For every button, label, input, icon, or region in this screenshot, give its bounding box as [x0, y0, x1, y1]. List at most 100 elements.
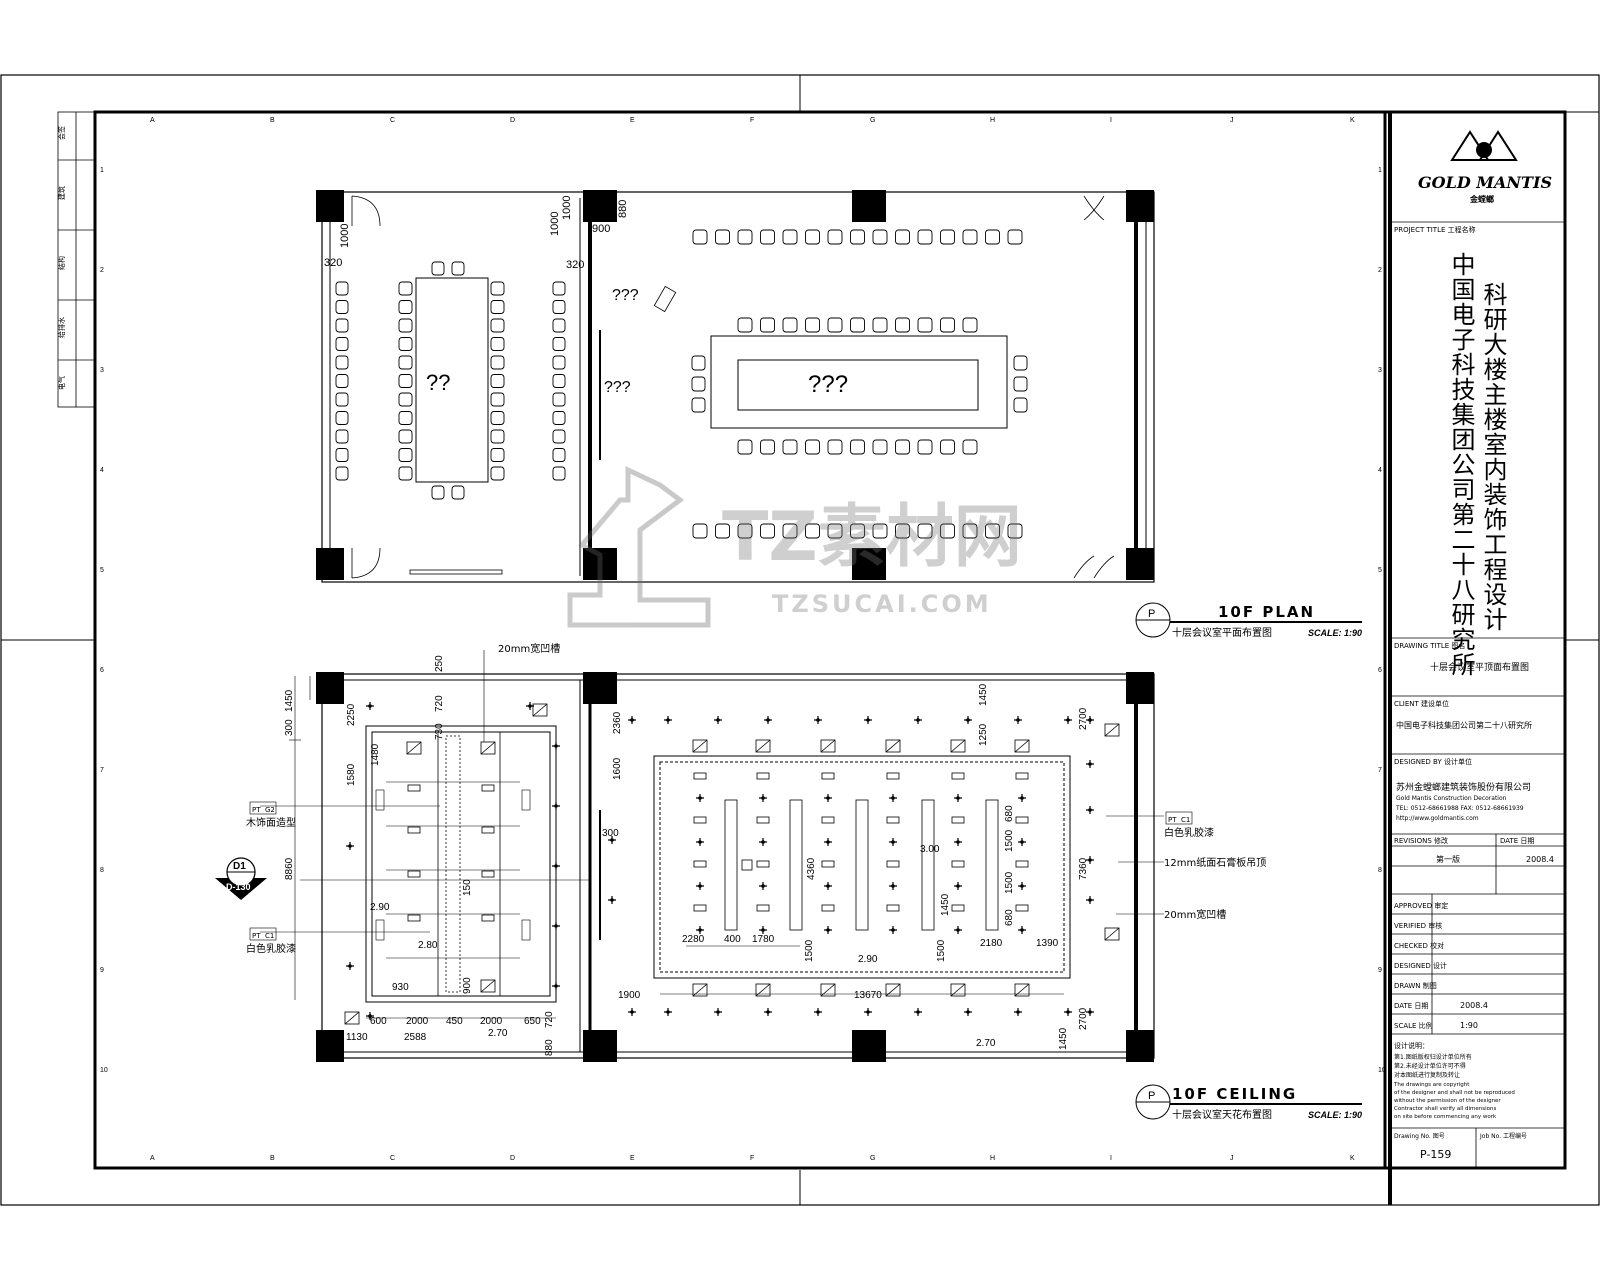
downlight-dot	[956, 884, 960, 888]
chair	[398, 429, 413, 444]
chair	[760, 439, 775, 455]
grid-number: 8	[100, 867, 104, 874]
strip-label-2: 结构	[57, 256, 66, 270]
columns-top	[316, 190, 1154, 580]
dim-1580: 1580	[346, 763, 357, 786]
downlight-dot	[1088, 1010, 1092, 1014]
plan-scale: SCALE: 1:90	[1308, 628, 1362, 638]
dim-1600: 1600	[612, 757, 623, 780]
grid-letter: F	[750, 1155, 754, 1162]
chair	[940, 523, 955, 539]
dim-650: 650	[524, 1016, 541, 1027]
chair	[398, 466, 413, 481]
chair	[805, 229, 820, 245]
downlight-dot	[348, 964, 352, 968]
note-wood: 木饰面造型	[246, 816, 296, 829]
linear-light	[481, 784, 495, 792]
downlight-dot	[368, 704, 372, 708]
linear-light	[693, 904, 707, 912]
chair	[940, 439, 955, 455]
chair	[490, 429, 505, 444]
grid-number: 7	[1378, 767, 1382, 774]
note-line-1: 第1.图纸版权归设计单位所有	[1394, 1053, 1472, 1061]
linear-light	[1015, 860, 1029, 868]
dim-1450: 1450	[284, 689, 295, 712]
grid-letter: E	[630, 117, 635, 124]
dim-730: 730	[434, 723, 445, 740]
chair	[917, 229, 933, 245]
air-vent	[820, 739, 836, 753]
grid-letter: G	[870, 1155, 875, 1162]
chair	[335, 448, 349, 462]
dim-1500d: 1500	[936, 939, 947, 962]
downlight-dot	[554, 864, 558, 868]
grid-letter: I	[1110, 1155, 1112, 1162]
tag-pt2: PT	[252, 932, 261, 940]
air-vent	[406, 741, 422, 755]
grid-letter: K	[1350, 117, 1355, 124]
downlight-dot	[1088, 762, 1092, 766]
linear-light	[693, 860, 707, 868]
strip-label-3: 给排水	[57, 317, 66, 338]
grid-letter: H	[990, 117, 995, 124]
grid-letter: D	[510, 1155, 515, 1162]
dim-2000b: 2000	[480, 1016, 503, 1027]
dim-2180: 2180	[980, 938, 1003, 949]
air-vent	[885, 739, 901, 753]
linear-light	[821, 816, 835, 824]
note-line-6: without the permission of the designer	[1394, 1098, 1501, 1104]
downlight-dot	[866, 1010, 870, 1014]
row-scale-value: 1:90	[1460, 1021, 1478, 1030]
air-vent	[1104, 723, 1120, 737]
chair	[940, 317, 955, 333]
downlight-dot	[1066, 1010, 1070, 1014]
chair	[715, 229, 730, 245]
chair	[398, 318, 413, 333]
air-vent	[1014, 739, 1030, 753]
downlight-dot	[1088, 808, 1092, 812]
ceiling-dims: 1450 300 250 720 730 2250 1480 1580 8860…	[284, 655, 1089, 1056]
columns-ceiling	[316, 672, 1154, 1062]
downlight-dot	[816, 1010, 820, 1014]
downlight-dot	[966, 718, 970, 722]
row-checked: CHECKED 校对	[1394, 941, 1444, 950]
chairs-top	[335, 229, 1028, 539]
dim-900: 900	[592, 223, 610, 235]
linear-light	[821, 860, 835, 868]
linear-light	[951, 816, 965, 824]
revision-date: 2008.4	[1526, 855, 1554, 864]
downlight-dot	[630, 1010, 634, 1014]
strip-label-0: 会签	[57, 126, 66, 140]
chair	[431, 261, 445, 276]
chair	[398, 448, 413, 462]
air-vent	[532, 703, 548, 717]
linear-light	[886, 772, 900, 780]
chair	[850, 317, 865, 333]
chair	[335, 392, 349, 407]
air-vent	[950, 983, 966, 997]
chair	[490, 466, 505, 481]
downlight-dot	[916, 1010, 920, 1014]
chair	[335, 355, 349, 370]
ceiling-notes: 20mm宽凹槽 PT G2 木饰面造型 PT C1 白色乳胶漆 PT C1 白色…	[246, 642, 1266, 955]
chair	[737, 439, 753, 455]
chair	[782, 229, 798, 245]
chair	[917, 317, 933, 333]
dim-680a: 680	[1004, 805, 1015, 822]
grid-letter: I	[1110, 117, 1112, 124]
chair	[760, 317, 775, 333]
top-plan-title: P 10F PLAN 十层会议室平面布置图 SCALE: 1:90	[1135, 602, 1362, 639]
dim-2-90b: 2.90	[858, 954, 878, 965]
dim-2000a: 2000	[406, 1016, 429, 1027]
downlight-dot	[554, 984, 558, 988]
chair	[335, 337, 349, 351]
ceiling-fixtures	[344, 702, 1120, 1025]
chair	[827, 523, 843, 539]
company-en: Gold Mantis Construction Decoration	[1396, 795, 1507, 802]
chair	[490, 300, 505, 314]
dim-2-90a: 2.90	[370, 902, 390, 913]
dim-1500c: 1500	[804, 939, 815, 962]
downlight-dot	[761, 840, 765, 844]
grid-letter: F	[750, 117, 754, 124]
downlight-dot	[1020, 928, 1024, 932]
